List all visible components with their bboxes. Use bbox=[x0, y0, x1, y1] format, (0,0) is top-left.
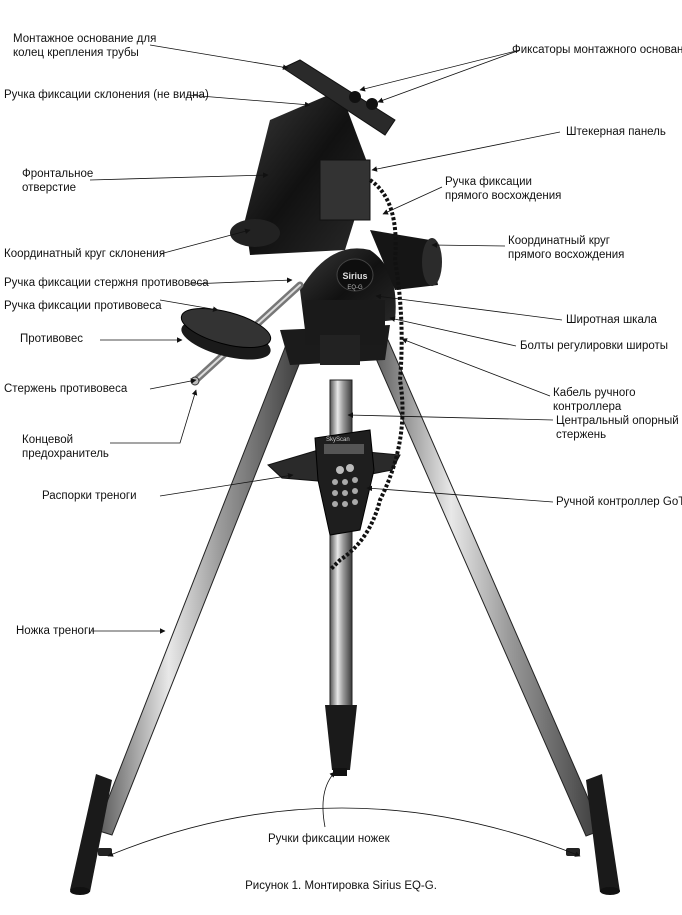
mount-brand: Sirius bbox=[342, 271, 367, 281]
label-goto-controller-text: Ручной контроллер GoTo bbox=[556, 496, 682, 508]
label-base-clamps-text: Фиксаторы монтажного основания bbox=[512, 44, 682, 56]
label-end-cap-text: Концевой предохранитель bbox=[22, 434, 109, 460]
figure-caption: Рисунок 1. Монтировка Sirius EQ-G. bbox=[0, 880, 682, 892]
label-ra-lock: Ручка фиксации прямого восхождения bbox=[445, 175, 561, 203]
label-counterweight-text: Противовес bbox=[20, 333, 83, 345]
figure-caption-text: Рисунок 1. Монтировка Sirius EQ-G. bbox=[245, 880, 437, 892]
leader-lines bbox=[89, 44, 581, 857]
label-ra-circle-text: Координатный круг прямого восхождения bbox=[508, 235, 625, 261]
label-ra-lock-text: Ручка фиксации прямого восхождения bbox=[445, 176, 562, 202]
goto-hand-controller bbox=[314, 429, 375, 536]
label-latitude-scale: Широтная шкала bbox=[566, 313, 657, 327]
label-end-cap: Концевой предохранитель bbox=[22, 433, 109, 461]
label-cw-shaft: Стержень противовеса bbox=[4, 382, 127, 396]
label-dec-circle: Координатный круг склонения bbox=[4, 247, 165, 261]
label-spreader-text: Распорки треноги bbox=[42, 490, 137, 502]
label-connector-panel-text: Штекерная панель bbox=[566, 126, 666, 138]
label-goto-controller: Ручной контроллер GoTo bbox=[556, 495, 682, 509]
label-latitude-scale-text: Широтная шкала bbox=[566, 314, 657, 326]
label-ra-circle: Координатный круг прямого восхождения bbox=[508, 234, 624, 262]
label-dec-circle-text: Координатный круг склонения bbox=[4, 248, 166, 260]
label-dec-lock-text: Ручка фиксации склонения (не видна) bbox=[4, 89, 209, 101]
label-latitude-bolts: Болты регулировки широты bbox=[520, 339, 668, 353]
label-cw-shaft-lock: Ручка фиксации стержня противовеса bbox=[4, 276, 209, 290]
label-counterweight: Противовес bbox=[20, 332, 83, 346]
leg-lock-knobs bbox=[98, 848, 580, 856]
label-leg-locks-text: Ручки фиксации ножек bbox=[268, 833, 390, 845]
label-hc-cable: Кабель ручного контроллера bbox=[553, 386, 636, 414]
controller-brand: SkyScan bbox=[326, 437, 350, 443]
label-hc-cable-text: Кабель ручного контроллера bbox=[553, 387, 636, 413]
label-connector-panel: Штекерная панель bbox=[566, 125, 666, 139]
label-front-hole: Фронтальное отверстие bbox=[22, 167, 93, 195]
label-cw-lock-text: Ручка фиксации противовеса bbox=[4, 300, 162, 312]
label-center-rod: Центральный опорный стержень bbox=[556, 414, 679, 442]
label-tripod-leg: Ножка треноги bbox=[16, 624, 95, 638]
label-cw-shaft-lock-text: Ручка фиксации стержня противовеса bbox=[4, 277, 209, 289]
label-mount-base-text: Монтажное основание для колец крепления … bbox=[13, 33, 157, 59]
counterweight bbox=[180, 307, 272, 360]
label-spreader: Распорки треноги bbox=[42, 489, 137, 503]
label-front-hole-text: Фронтальное отверстие bbox=[22, 168, 94, 194]
label-center-rod-text: Центральный опорный стержень bbox=[556, 415, 679, 441]
label-leg-locks: Ручки фиксации ножек bbox=[268, 832, 390, 846]
label-dec-lock: Ручка фиксации склонения (не видна) bbox=[4, 88, 209, 102]
label-mount-base: Монтажное основание для колец крепления … bbox=[13, 32, 156, 60]
mount-model: EQ-G bbox=[347, 285, 363, 291]
label-cw-lock: Ручка фиксации противовеса bbox=[4, 299, 161, 313]
label-cw-shaft-text: Стержень противовеса bbox=[4, 383, 128, 395]
label-base-clamps: Фиксаторы монтажного основания bbox=[512, 43, 682, 57]
label-latitude-bolts-text: Болты регулировки широты bbox=[520, 340, 669, 352]
label-tripod-leg-text: Ножка треноги bbox=[16, 625, 95, 637]
hand-controller-cable bbox=[328, 178, 405, 572]
mount-body bbox=[230, 59, 442, 365]
